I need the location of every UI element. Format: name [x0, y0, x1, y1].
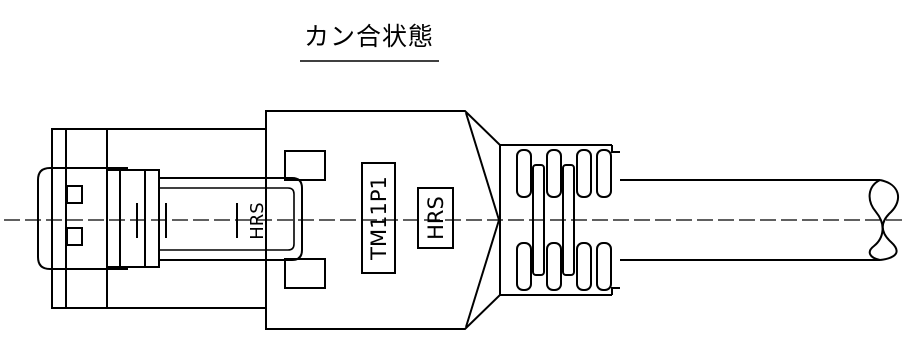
part-number-label: TM11P1	[361, 162, 396, 274]
brand-logo-box: HRS	[417, 187, 454, 249]
brand-logo: HRS	[424, 196, 448, 240]
latch-assembly: HRS	[106, 169, 303, 268]
housing-window-bottom	[284, 258, 326, 289]
strain-relief-boot	[500, 144, 620, 296]
latch-brand-mark: HRS	[247, 202, 268, 239]
latch-release-tab	[37, 167, 128, 270]
drawing-title: カン合状態	[304, 22, 434, 51]
housing-window-top	[284, 150, 326, 181]
part-number: TM11P1	[367, 176, 391, 261]
cable	[620, 179, 900, 261]
